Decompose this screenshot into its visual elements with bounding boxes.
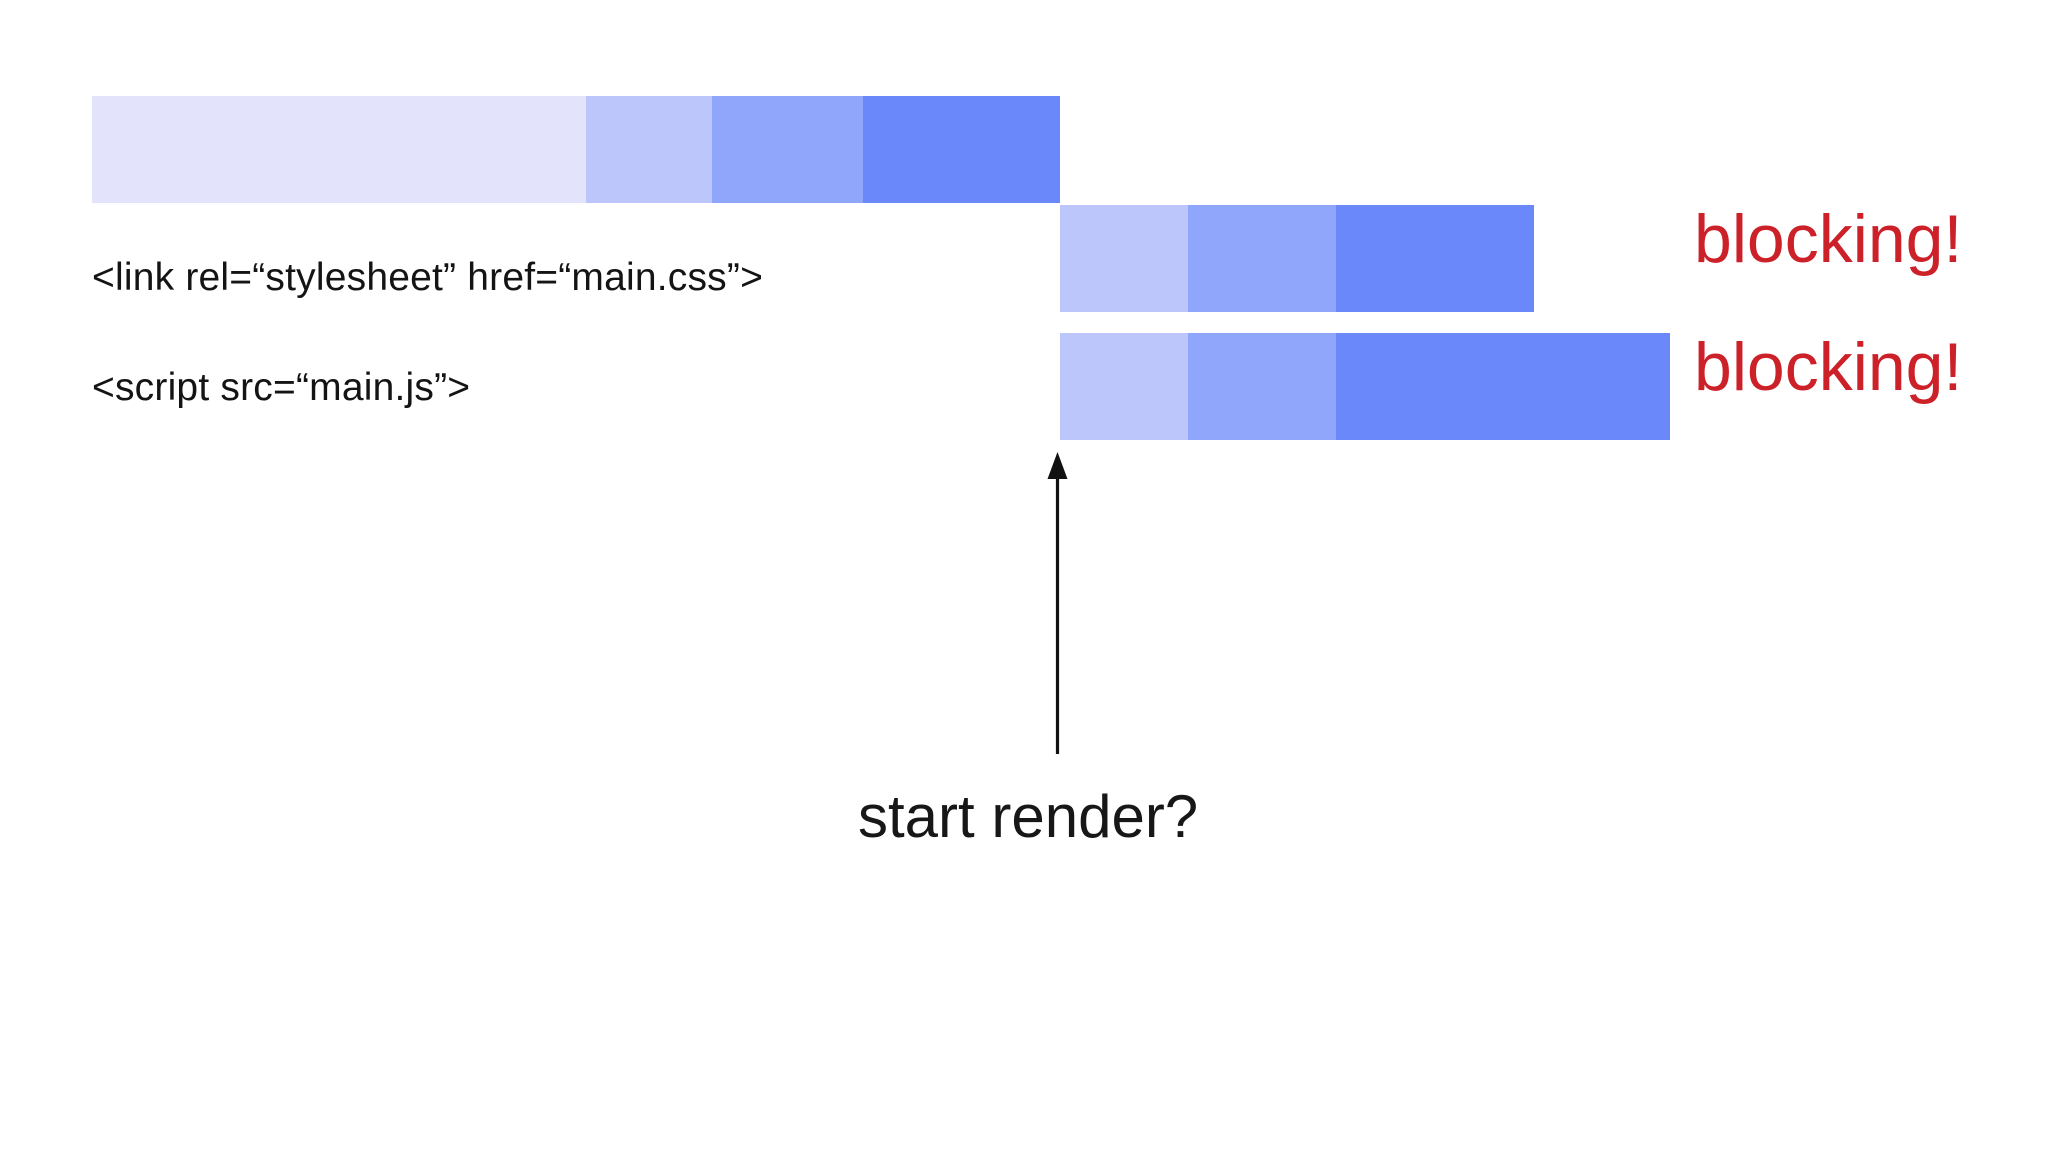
start-render-arrow-icon (1047, 452, 1068, 754)
bar-segment-ttfb (712, 96, 863, 203)
bar-segment-download (1336, 333, 1670, 440)
waterfall-bar-html-document (92, 96, 1060, 203)
bar-segment-dns-connect (586, 96, 712, 203)
bar-segment-ttfb (1188, 333, 1336, 440)
blocking-annotation-stylesheet: blocking! (1694, 201, 1963, 277)
waterfall-bar-stylesheet (1060, 205, 1534, 312)
bar-segment-dns-connect (1060, 205, 1188, 312)
start-render-caption: start render? (858, 783, 1199, 850)
bar-segment-ttfb (1188, 205, 1336, 312)
resource-label-stylesheet: <link rel=“stylesheet” href=“main.css”> (92, 256, 764, 299)
bar-segment-download (1336, 205, 1534, 312)
blocking-annotation-script: blocking! (1694, 329, 1963, 405)
waterfall-bar-script (1060, 333, 1670, 440)
bar-segment-download (863, 96, 1060, 203)
bar-segment-dns-connect (1060, 333, 1188, 440)
bar-segment-wait (92, 96, 586, 203)
resource-label-script: <script src=“main.js”> (92, 366, 471, 409)
